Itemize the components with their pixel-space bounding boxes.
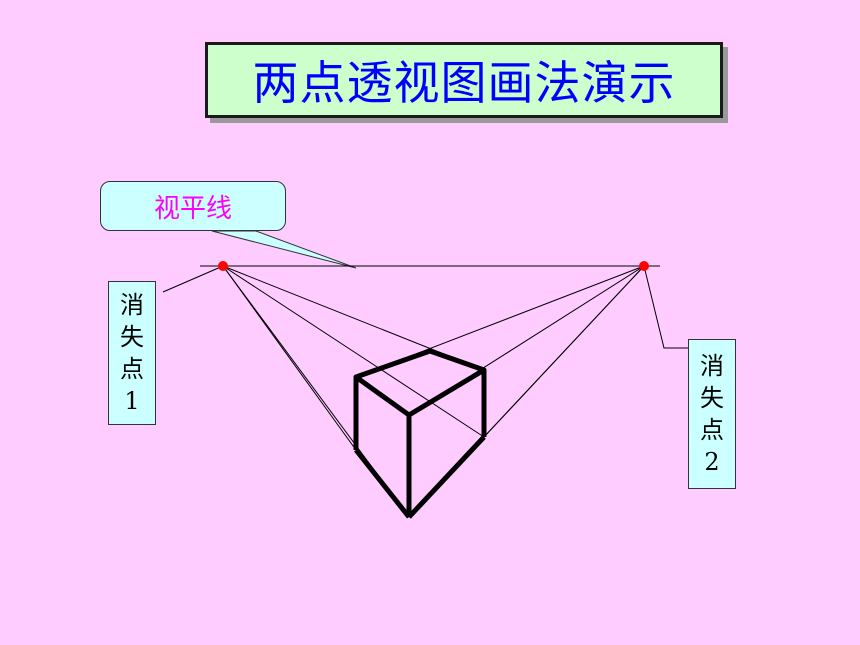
cube-top-face: [353, 348, 487, 418]
vp1-label-char: 消: [120, 291, 144, 319]
callout-pointer: [211, 230, 357, 269]
vp2-label-char: 失: [700, 384, 724, 412]
vp1-label-char: 1: [124, 387, 140, 415]
horizon-label: 视平线: [153, 193, 232, 224]
vp1-leader-line: [162, 265, 224, 293]
vanishing-point-2: [639, 261, 649, 271]
vanishing-point-1-label: 消 失 点 1: [108, 281, 156, 425]
page-title: 两点透视图画法演示: [252, 56, 676, 110]
vp1-label-char: 点: [120, 355, 144, 383]
vp2-label-char: 消: [700, 352, 724, 380]
vp2-leader-line: [643, 265, 688, 349]
cube-bottom-left-edge: [354, 448, 411, 519]
vp1-line-mid: [222, 265, 485, 438]
cube: [353, 348, 487, 519]
cube-bottom-right-edge: [407, 435, 486, 519]
horizon-callout: 视平线: [100, 181, 286, 231]
title-box: 两点透视图画法演示: [205, 42, 723, 118]
vp2-label-char: 2: [704, 448, 720, 476]
vp1-line-left: [222, 265, 357, 451]
vanishing-point-1: [218, 261, 228, 271]
vp2-line-right: [483, 265, 645, 438]
vanishing-point-2-label: 消 失 点 2: [688, 339, 736, 489]
vp1-label-char: 失: [120, 323, 144, 351]
vp2-label-char: 点: [700, 416, 724, 444]
